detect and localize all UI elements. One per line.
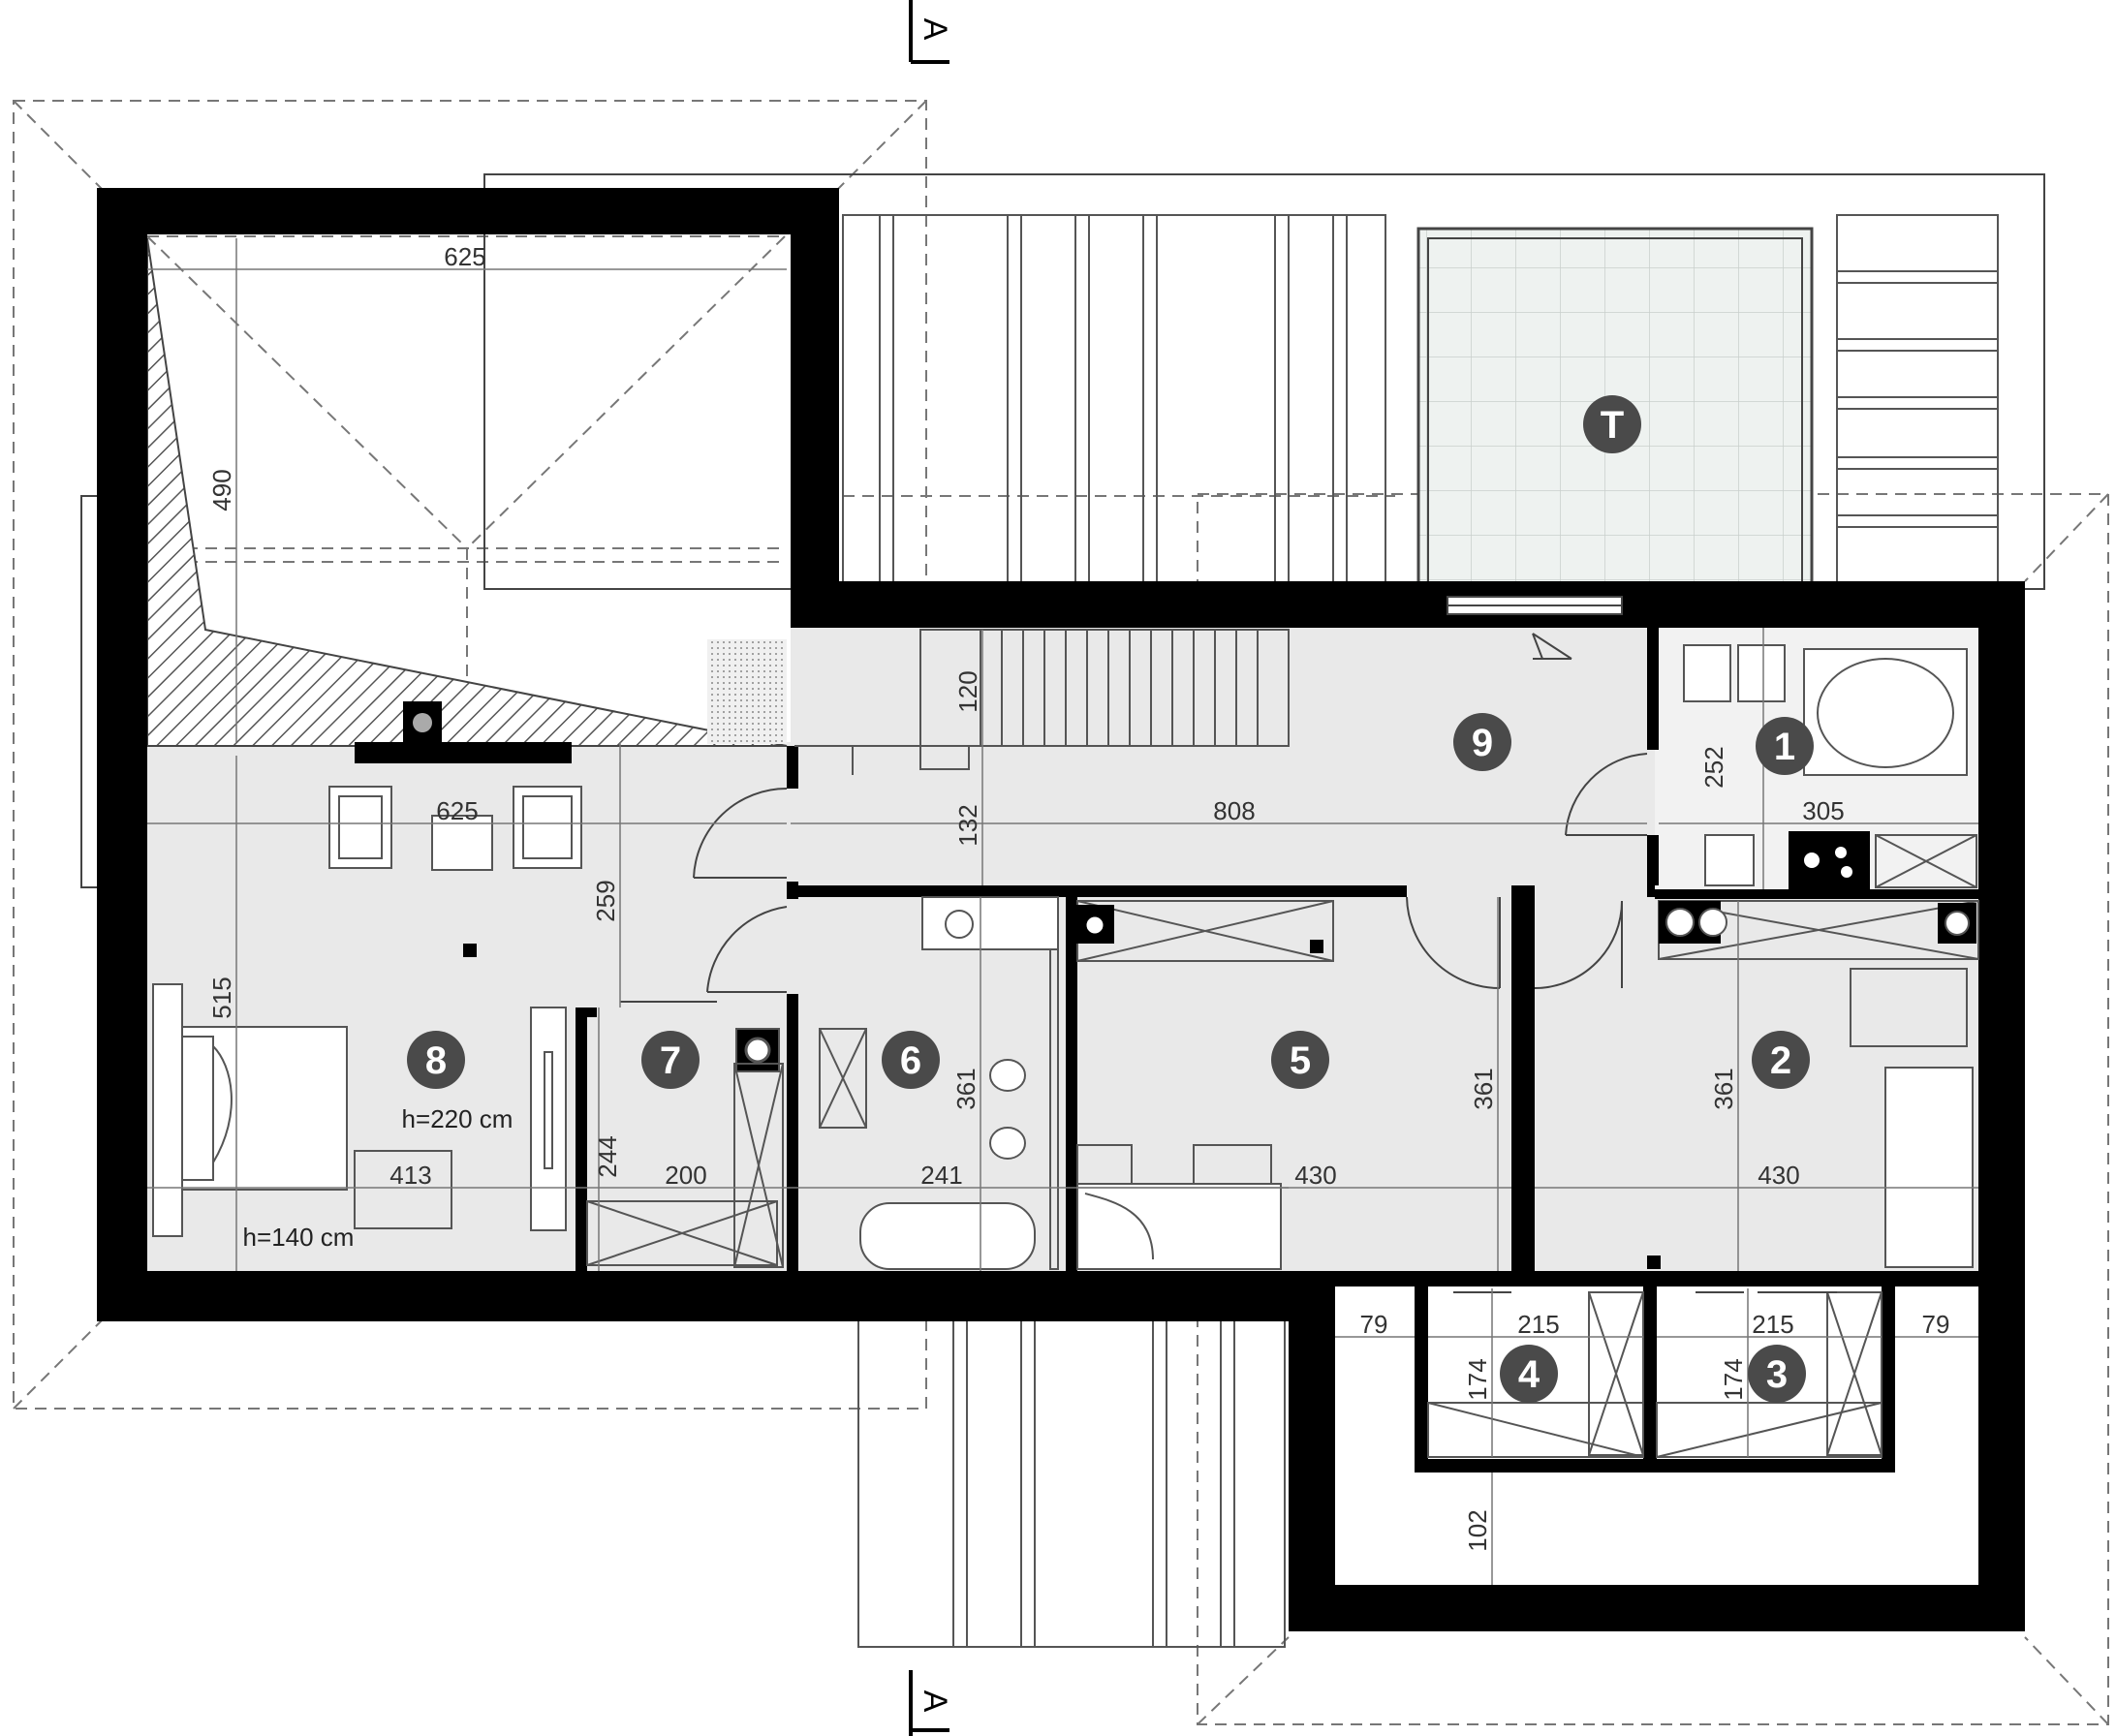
dim-252: 252 bbox=[1699, 746, 1728, 788]
room-number-8: 8 bbox=[425, 1039, 447, 1082]
dim-244: 244 bbox=[593, 1135, 622, 1177]
room-number-4: 4 bbox=[1518, 1353, 1540, 1396]
room-badge-3: 3 bbox=[1748, 1345, 1806, 1403]
room-number-2: 2 bbox=[1770, 1039, 1791, 1082]
dim-259: 259 bbox=[591, 880, 620, 921]
decking-bottom bbox=[857, 1318, 1286, 1648]
dim-490: 490 bbox=[207, 469, 236, 511]
room-number-9: 9 bbox=[1472, 722, 1493, 764]
dim-625-top: 625 bbox=[444, 242, 485, 271]
dim-413: 413 bbox=[389, 1161, 431, 1190]
chimney-flue-icon bbox=[413, 713, 432, 732]
door-swings bbox=[620, 633, 1837, 1293]
section-mark-bottom: A bbox=[909, 1670, 953, 1736]
dimension-lines bbox=[147, 238, 1978, 1585]
section-mark-top: A bbox=[909, 0, 953, 64]
room-number-7: 7 bbox=[660, 1039, 681, 1082]
room-number-terrace: T bbox=[1601, 404, 1624, 447]
dim-215-left: 215 bbox=[1517, 1310, 1559, 1339]
room-badge-5: 5 bbox=[1271, 1031, 1329, 1089]
room-badge-6: 6 bbox=[882, 1031, 940, 1089]
dim-361-room6: 361 bbox=[951, 1068, 980, 1109]
room-number-1: 1 bbox=[1774, 726, 1795, 768]
dim-361-room5: 361 bbox=[1469, 1068, 1498, 1109]
dim-79-left: 79 bbox=[1360, 1310, 1388, 1339]
dim-241: 241 bbox=[920, 1161, 962, 1190]
ceiling-height-140: h=140 cm bbox=[243, 1223, 355, 1252]
dim-132: 132 bbox=[953, 804, 982, 846]
room-badge-4: 4 bbox=[1500, 1345, 1558, 1403]
room-number-3: 3 bbox=[1766, 1353, 1788, 1396]
dim-174-right: 174 bbox=[1719, 1358, 1748, 1400]
room-badge-9: 9 bbox=[1453, 713, 1511, 771]
dim-120: 120 bbox=[953, 670, 982, 712]
dim-515: 515 bbox=[207, 976, 236, 1018]
decking-top-right bbox=[1836, 214, 1999, 590]
dim-79-right: 79 bbox=[1922, 1310, 1950, 1339]
ceiling-height-220: h=220 cm bbox=[402, 1104, 513, 1133]
room-number-6: 6 bbox=[900, 1039, 921, 1082]
dim-174-left: 174 bbox=[1463, 1358, 1492, 1400]
section-label-top: A bbox=[917, 18, 953, 41]
dim-625-mid: 625 bbox=[436, 796, 478, 825]
walls bbox=[97, 188, 2025, 1631]
furniture bbox=[152, 644, 1979, 1458]
dimension-labels: 625 490 625 259 515 413 200 244 120 132 … bbox=[207, 242, 1949, 1552]
decking-top-left bbox=[842, 214, 1386, 590]
section-label-bottom: A bbox=[917, 1690, 953, 1713]
windows bbox=[1447, 596, 1623, 615]
dim-215-right: 215 bbox=[1752, 1310, 1793, 1339]
dim-808: 808 bbox=[1213, 796, 1255, 825]
dim-430-room2: 430 bbox=[1758, 1161, 1799, 1190]
room-badge-2: 2 bbox=[1752, 1031, 1810, 1089]
room-number-5: 5 bbox=[1290, 1039, 1311, 1082]
dotted-area bbox=[707, 639, 787, 744]
dim-305: 305 bbox=[1802, 796, 1844, 825]
fixtures bbox=[463, 831, 1976, 1269]
room-badges: 1 2 3 4 5 6 7 8 bbox=[407, 395, 1814, 1403]
room-badge-1: 1 bbox=[1756, 717, 1814, 775]
dim-430-room5: 430 bbox=[1294, 1161, 1336, 1190]
dim-102: 102 bbox=[1463, 1509, 1492, 1551]
dim-361-room2: 361 bbox=[1709, 1068, 1738, 1109]
room-badge-terrace: T bbox=[1583, 395, 1641, 453]
room-badge-8: 8 bbox=[407, 1031, 465, 1089]
staircase bbox=[794, 629, 1290, 775]
room-badge-7: 7 bbox=[641, 1031, 700, 1089]
dim-200: 200 bbox=[665, 1161, 706, 1190]
